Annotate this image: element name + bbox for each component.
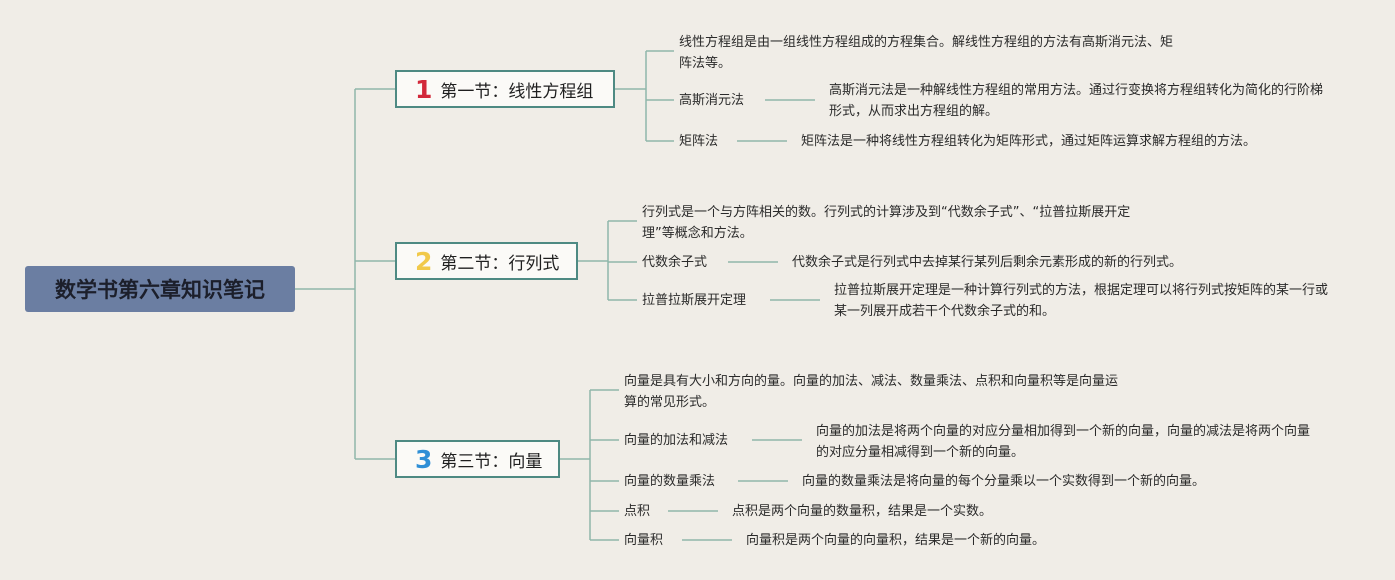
s1-item1-term[interactable]: 高斯消元法 (679, 93, 745, 108)
s1-item2-term[interactable]: 矩阵法 (679, 134, 719, 149)
section-title: 第二节：行列式 (440, 253, 560, 274)
s3-item4-term[interactable]: 向量积 (624, 533, 664, 548)
root-topic[interactable]: 数学书第六章知识笔记 (25, 266, 295, 312)
s3-item4-desc: 向量积是两个向量的向量积，结果是一个新的向量。 (746, 533, 1046, 548)
s3-item2-desc: 向量的数量乘法是将向量的每个分量乘以一个实数得到一个新的向量。 (802, 474, 1206, 489)
s2-item1-term[interactable]: 代数余子式 (642, 255, 708, 270)
section-3-node[interactable]: 3 第三节：向量 (395, 440, 560, 478)
section-1-node[interactable]: 1 第一节：线性方程组 (395, 70, 615, 108)
s2-item1-desc: 代数余子式是行列式中去掉某行某列后剩余元素形成的新的行列式。 (792, 255, 1183, 270)
s3-intro: 向量是具有大小和方向的量。向量的加法、减法、数量乘法、点积和向量积等是向量运算的… (624, 374, 1119, 410)
section-number-badge: 3 (415, 444, 433, 474)
section-title: 第一节：线性方程组 (440, 81, 594, 102)
s2-intro: 行列式是一个与方阵相关的数。行列式的计算涉及到“代数余子式”、“拉普拉斯展开定理… (642, 205, 1131, 241)
s3-item1-term[interactable]: 向量的加法和减法 (624, 433, 729, 448)
section-number-badge: 2 (415, 246, 433, 276)
section-2-node[interactable]: 2 第二节：行列式 (395, 242, 578, 280)
s3-item3-term[interactable]: 点积 (624, 504, 651, 519)
s3-item2-term[interactable]: 向量的数量乘法 (624, 474, 716, 489)
s1-item1-desc: 高斯消元法是一种解线性方程组的常用方法。通过行变换将方程组转化为简化的行阶梯形式… (829, 83, 1324, 119)
s1-intro: 线性方程组是由一组线性方程组成的方程集合。解线性方程组的方法有高斯消元法、矩阵法… (679, 35, 1174, 71)
s3-item1-desc: 向量的加法是将两个向量的对应分量相加得到一个新的向量，向量的减法是将两个向量的对… (816, 424, 1311, 460)
s2-item2-desc: 拉普拉斯展开定理是一种计算行列式的方法，根据定理可以将行列式按矩阵的某一行或某一… (834, 283, 1329, 319)
section-title: 第三节：向量 (440, 451, 543, 472)
s1-item2-desc: 矩阵法是一种将线性方程组转化为矩阵形式，通过矩阵运算求解方程组的方法。 (801, 134, 1257, 149)
root-title: 数学书第六章知识笔记 (55, 278, 265, 302)
s3-item3-desc: 点积是两个向量的数量积，结果是一个实数。 (732, 504, 993, 519)
section-number-badge: 1 (415, 74, 433, 104)
s2-item2-term[interactable]: 拉普拉斯展开定理 (642, 293, 747, 308)
